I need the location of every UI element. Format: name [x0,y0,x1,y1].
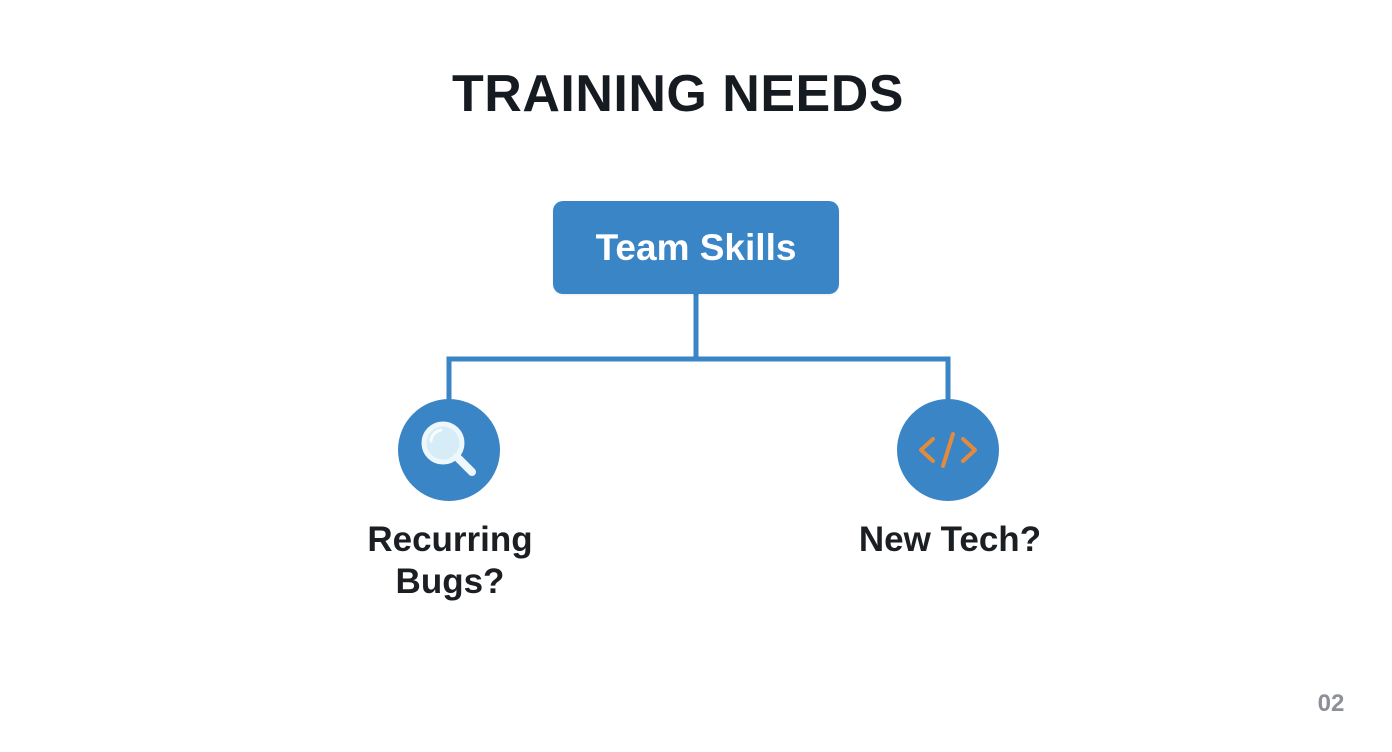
slide-title: TRAINING NEEDS [452,65,904,123]
code-brackets-icon [919,432,977,468]
recurring-bugs-icon-circle [398,399,500,501]
magnifying-glass-icon [421,421,476,476]
page-number: 02 [1317,690,1345,717]
new-tech-label: New Tech? [858,520,1042,559]
team-skills-label: Team Skills [595,226,797,268]
team-skills-node: Team Skills [553,201,839,294]
new-tech-icon-circle [897,399,999,501]
recurring-bugs-label: Recurring Bugs? [367,520,533,601]
